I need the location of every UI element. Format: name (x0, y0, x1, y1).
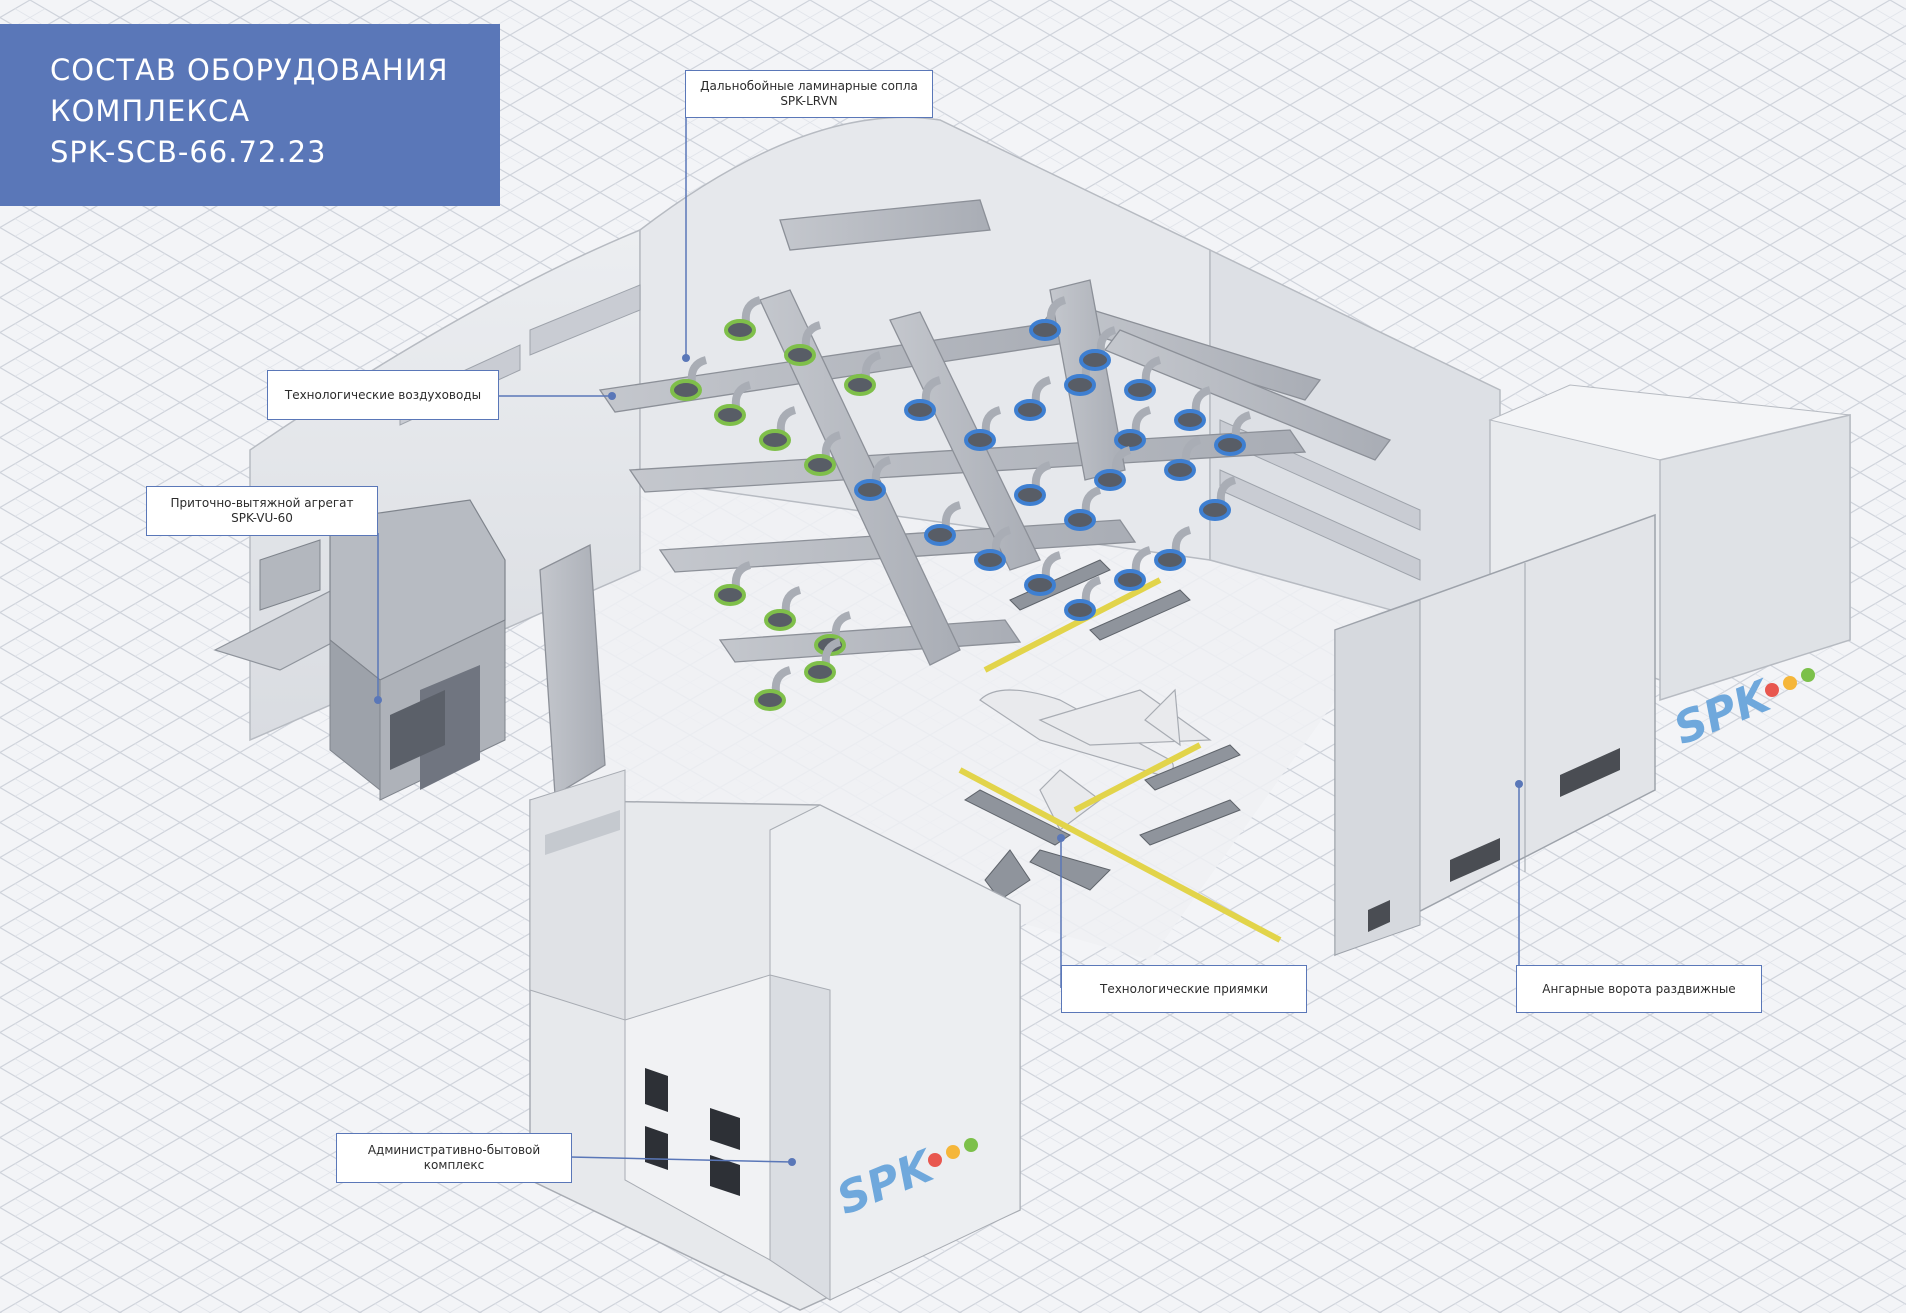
nozzle-pipe (991, 526, 1012, 553)
laminar-nozzle (1029, 319, 1061, 341)
callout-pits: Технологические приямки (1061, 965, 1307, 1013)
laminar-nozzle (924, 524, 956, 546)
callout-air-unit-line2: SPK-VU-60 (231, 511, 293, 525)
callout-ducts-line1: Технологические воздуховоды (284, 387, 482, 402)
nozzle-pipe (1131, 546, 1152, 573)
laminar-nozzle (670, 379, 702, 401)
nozzle-pipe (731, 381, 752, 408)
nozzle-pipe (776, 406, 797, 433)
nozzle-pipe (771, 666, 792, 693)
nozzle-pipe (941, 501, 962, 528)
nozzle-pipe (1171, 526, 1192, 553)
floor-pits (964, 559, 1241, 901)
nozzle-pipe (821, 431, 842, 458)
callout-admin: Административно-бытовой комплекс (336, 1133, 572, 1183)
nozzle-pipe (1131, 406, 1152, 433)
nozzle-pipe (731, 561, 752, 588)
laminar-nozzle (1079, 349, 1111, 371)
laminar-nozzle (1199, 499, 1231, 521)
laminar-nozzle (1114, 569, 1146, 591)
laminar-nozzle (714, 404, 746, 426)
callout-air-unit-line1: Приточно-вытяжной агрегат (170, 496, 354, 510)
title-line-2: КОМПЛЕКСА (50, 94, 251, 128)
laminar-nozzle (844, 374, 876, 396)
title-panel: СОСТАВ ОБОРУДОВАНИЯ КОМПЛЕКСА SPK-SCB-66… (0, 24, 500, 206)
laminar-nozzle (1214, 434, 1246, 456)
callout-nozzles-line2: SPK-LRVN (780, 94, 838, 108)
nozzle-pipe (1096, 326, 1117, 353)
nozzle-pipe (1081, 486, 1102, 513)
callout-nozzles: Дальнобойные ламинарные сопла SPK-LRVN (685, 70, 933, 118)
nozzle-pipe (831, 611, 852, 638)
laminar-nozzles (670, 296, 1252, 711)
gate-tower-side (1659, 414, 1851, 702)
nozzle-pipe (781, 586, 802, 613)
nozzle-pipe (801, 321, 822, 348)
laminar-nozzle (1064, 509, 1096, 531)
nozzle-pipe (871, 456, 892, 483)
airplane (979, 688, 1212, 831)
laminar-nozzle (759, 429, 791, 451)
callout-gates-line1: Ангарные ворота раздвижные (1542, 981, 1736, 996)
nozzle-pipe (1081, 576, 1102, 603)
laminar-nozzle (854, 479, 886, 501)
nozzle-pipe (821, 638, 842, 665)
callout-admin-line1: Административно-бытовой (367, 1143, 541, 1157)
laminar-nozzle (1014, 399, 1046, 421)
nozzle-pipe (861, 351, 882, 378)
nozzle-pipe (687, 356, 708, 383)
laminar-nozzle (1024, 574, 1056, 596)
nozzle-pipe (981, 406, 1002, 433)
callout-air-unit: Приточно-вытяжной агрегат SPK-VU-60 (146, 486, 378, 536)
nozzle-pipe (1141, 356, 1162, 383)
laminar-nozzle (764, 609, 796, 631)
laminar-nozzle (1114, 429, 1146, 451)
laminar-nozzle (1164, 459, 1196, 481)
laminar-nozzle (964, 429, 996, 451)
title-line-1: СОСТАВ ОБОРУДОВАНИЯ (50, 53, 449, 87)
air-handling-unit (213, 499, 506, 801)
duct-network (539, 199, 1392, 797)
nozzle-pipe (1041, 551, 1062, 578)
nozzle-pipe (1111, 446, 1132, 473)
leader-lines (377, 116, 1520, 1163)
nozzle-pipe (1181, 436, 1202, 463)
callout-gates: Ангарные ворота раздвижные (1516, 965, 1762, 1013)
laminar-nozzle (804, 661, 836, 683)
laminar-nozzle (1064, 374, 1096, 396)
callout-nozzles-line1: Дальнобойные ламинарные сопла (700, 79, 918, 93)
laminar-nozzle (1064, 599, 1096, 621)
nozzle-pipe (1191, 386, 1212, 413)
laminar-nozzle (754, 689, 786, 711)
callout-admin-line2: комплекс (423, 1158, 485, 1172)
nozzle-pipe (1216, 476, 1237, 503)
laminar-nozzle (1174, 409, 1206, 431)
title-line-3: SPK-SCB-66.72.23 (50, 135, 327, 169)
laminar-nozzle (1124, 379, 1156, 401)
leader-dots (374, 354, 1523, 1166)
nozzle-pipe (1031, 376, 1052, 403)
laminar-nozzle (1014, 484, 1046, 506)
laminar-nozzle (974, 549, 1006, 571)
floor-markings (958, 577, 1282, 943)
laminar-nozzle (724, 319, 756, 341)
laminar-nozzle (714, 584, 746, 606)
nozzle-pipe (921, 376, 942, 403)
nozzle-pipe (1031, 461, 1052, 488)
callout-pits-line1: Технологические приямки (1099, 981, 1268, 996)
laminar-nozzle (1094, 469, 1126, 491)
nozzle-pipe (1046, 296, 1067, 323)
nozzle-pipe (1231, 411, 1252, 438)
callout-ducts: Технологические воздуховоды (267, 370, 499, 420)
laminar-nozzle (784, 344, 816, 366)
hangar-gates (1334, 513, 1656, 957)
laminar-nozzle (1154, 549, 1186, 571)
nozzle-pipe (741, 296, 762, 323)
laminar-nozzle (904, 399, 936, 421)
laminar-nozzle (804, 454, 836, 476)
